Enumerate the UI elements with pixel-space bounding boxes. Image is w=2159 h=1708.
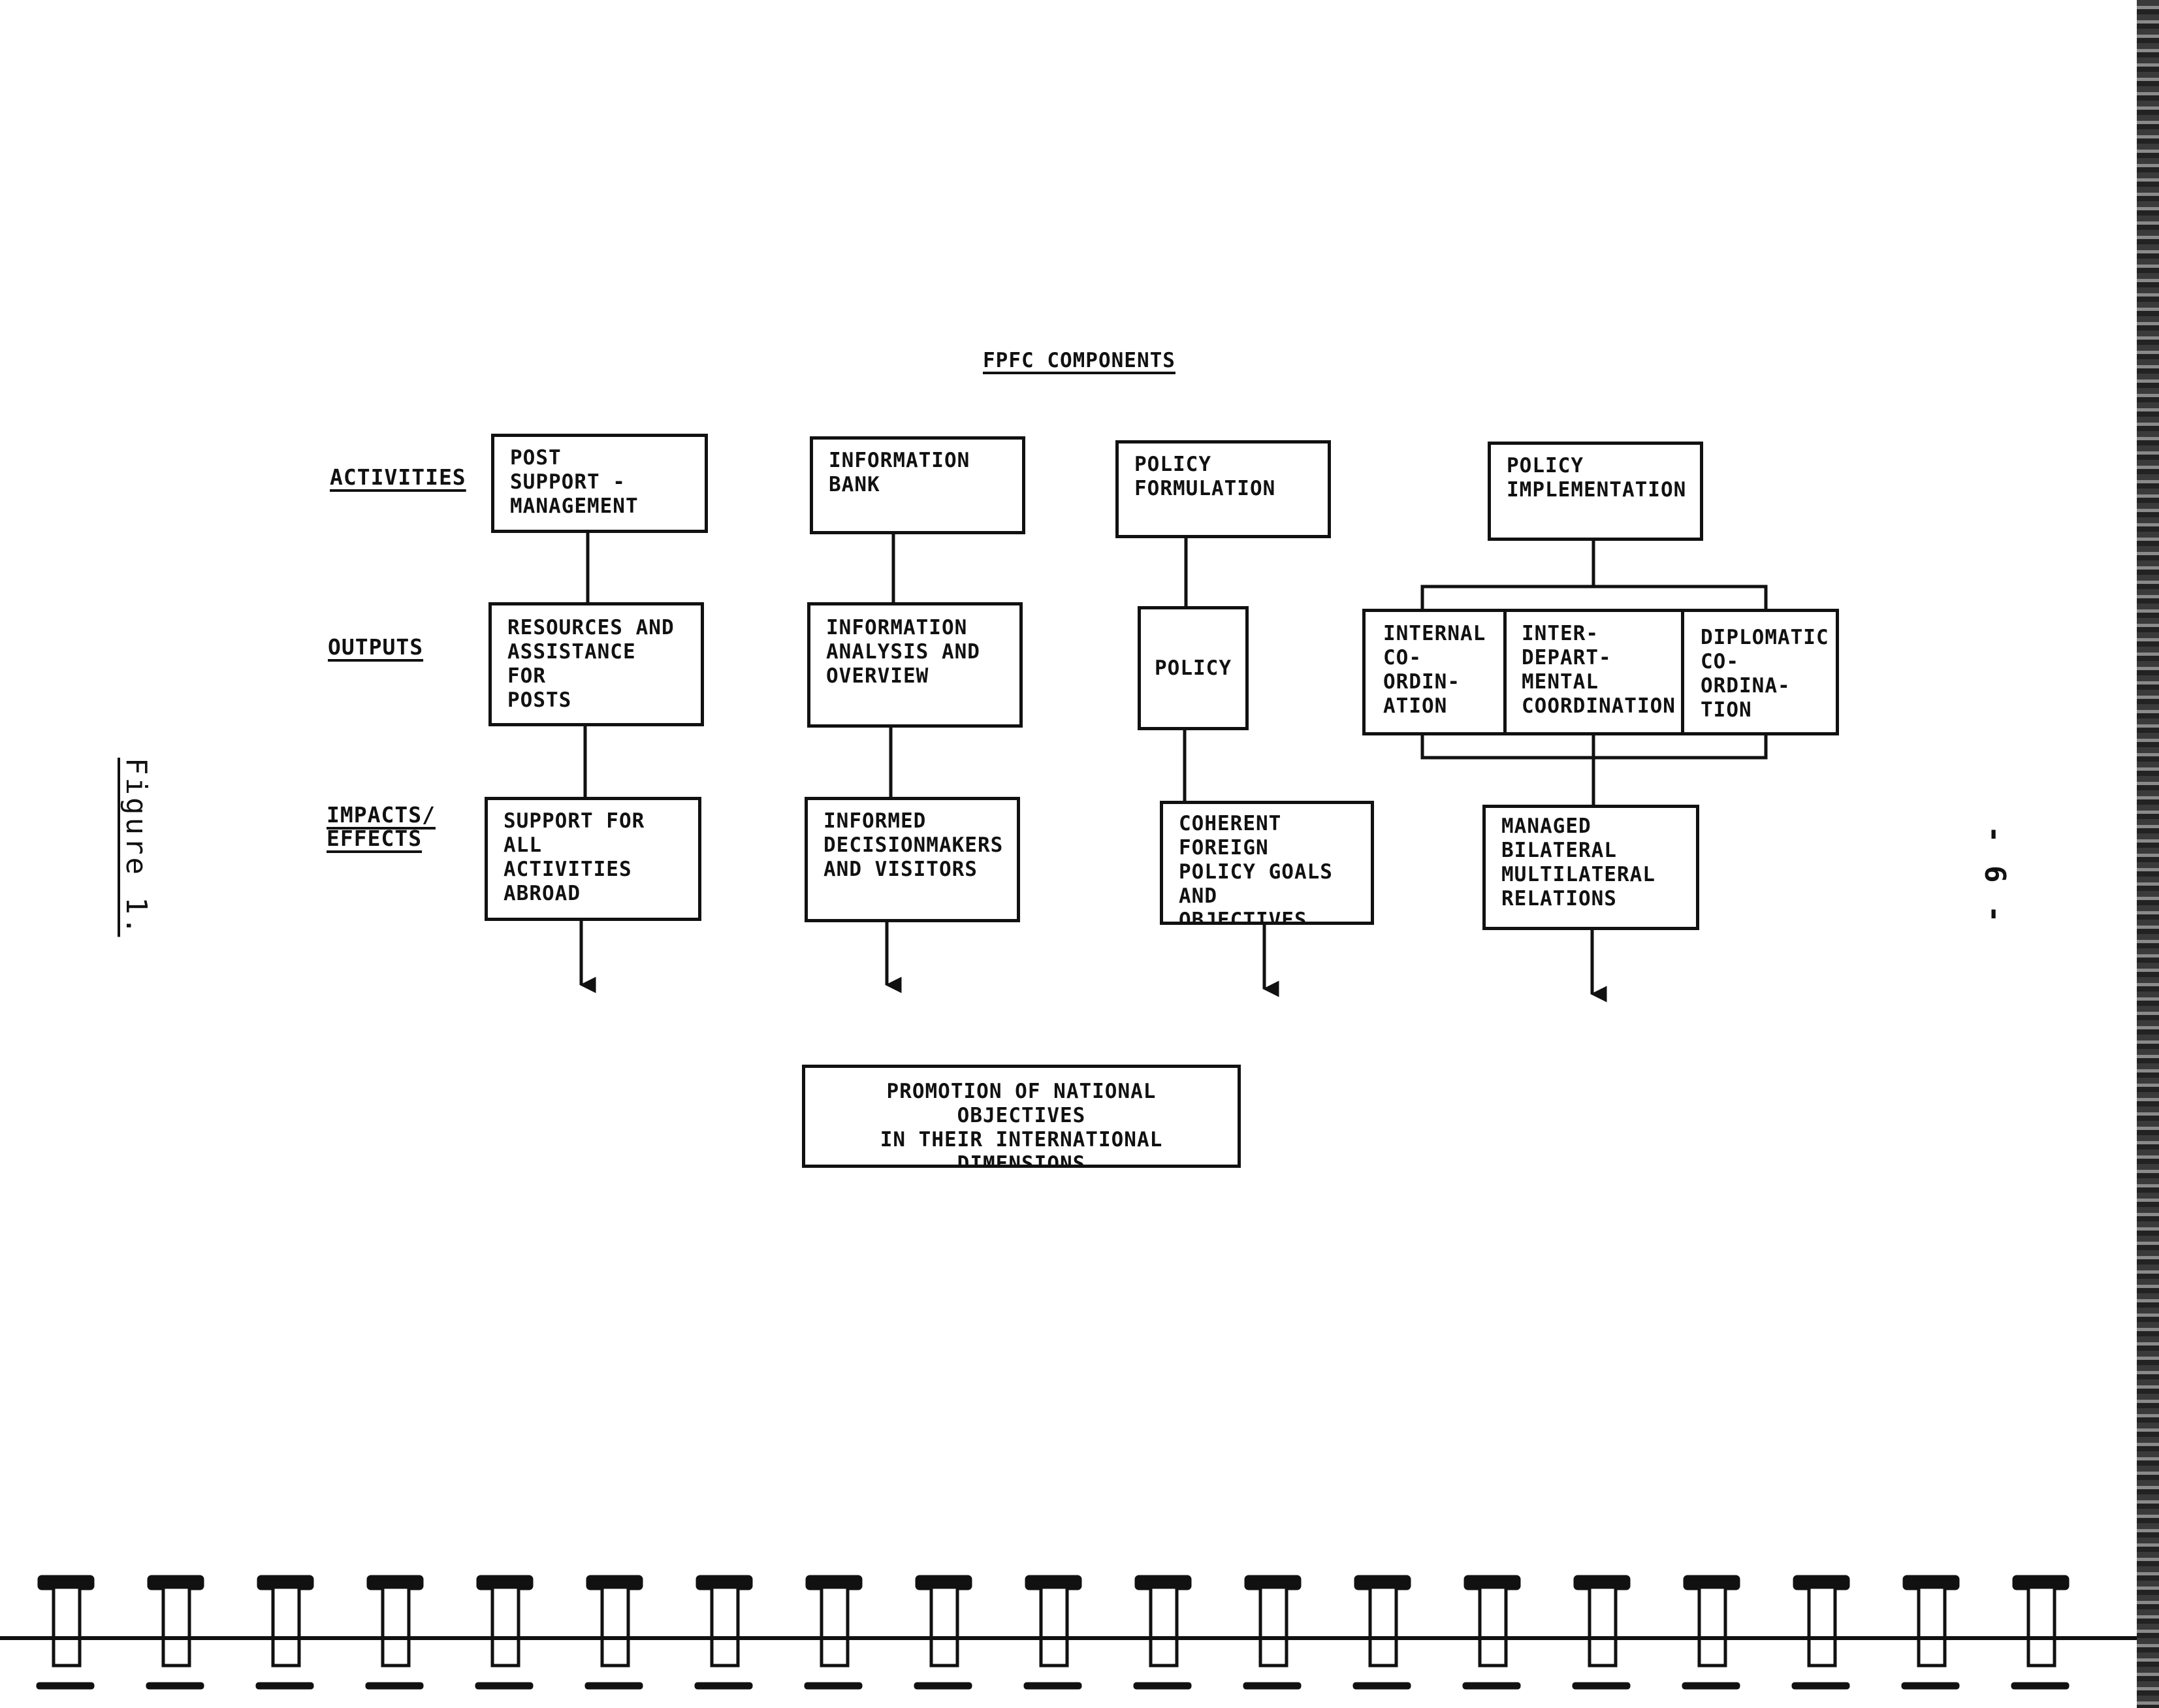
binding-ring bbox=[914, 1575, 972, 1690]
output-box-policy: POLICY bbox=[1138, 606, 1249, 730]
binding-ring bbox=[2011, 1575, 2070, 1690]
row-label-activities: ACTIVITIES bbox=[330, 464, 466, 490]
binding-ring bbox=[694, 1575, 753, 1690]
output-divider-2 bbox=[1681, 610, 1684, 734]
row-label-impacts: IMPACTS/ EFFECTS bbox=[327, 802, 436, 851]
binding-ring bbox=[255, 1575, 314, 1690]
figure-caption: Figure 1. bbox=[120, 758, 153, 937]
binding-ring bbox=[584, 1575, 643, 1690]
diagram-title: FPFC COMPONENTS bbox=[983, 349, 1175, 372]
activity-box-information-bank: INFORMATION BANK bbox=[810, 436, 1025, 534]
binding-ring bbox=[1352, 1575, 1411, 1690]
impact-box-coherent: COHERENT FOREIGN POLICY GOALS AND OBJECT… bbox=[1160, 801, 1374, 925]
binding-ring bbox=[1243, 1575, 1302, 1690]
binding-ring bbox=[804, 1575, 863, 1690]
binding-ring bbox=[1462, 1575, 1521, 1690]
binding-ring bbox=[1133, 1575, 1192, 1690]
impact-box-managed: MANAGED BILATERAL MULTILATERAL RELATIONS bbox=[1482, 805, 1699, 930]
binding-ring bbox=[365, 1575, 424, 1690]
binding-ring bbox=[1791, 1575, 1850, 1690]
output-cell-diplomatic: DIPLOMATIC CO-ORDINA- TION bbox=[1701, 626, 1829, 722]
impact-box-support: SUPPORT FOR ALL ACTIVITIES ABROAD bbox=[485, 797, 701, 921]
activity-box-policy-implementation: POLICY IMPLEMENTATION bbox=[1488, 442, 1703, 541]
activity-box-policy-formulation: POLICY FORMULATION bbox=[1115, 440, 1331, 538]
output-group-coordination bbox=[1362, 609, 1839, 735]
binding-ring bbox=[36, 1575, 95, 1690]
impact-box-informed: INFORMED DECISIONMAKERS AND VISITORS bbox=[805, 797, 1020, 922]
output-divider-1 bbox=[1503, 610, 1507, 734]
final-box-promotion: PROMOTION OF NATIONAL OBJECTIVES IN THEI… bbox=[802, 1065, 1241, 1168]
output-cell-internal: INTERNAL CO-ORDIN- ATION bbox=[1383, 622, 1486, 718]
page-edge bbox=[2137, 0, 2159, 1708]
output-box-information-analysis: INFORMATION ANALYSIS AND OVERVIEW bbox=[807, 602, 1023, 728]
binding-ring bbox=[1023, 1575, 1082, 1690]
activity-box-post-support: POST SUPPORT - MANAGEMENT bbox=[491, 434, 708, 533]
output-box-resources: RESOURCES AND ASSISTANCE FOR POSTS bbox=[488, 602, 704, 726]
page-number: - 6 - bbox=[1978, 826, 2011, 926]
row-label-outputs: OUTPUTS bbox=[328, 634, 424, 660]
spiral-binding bbox=[0, 1575, 2159, 1690]
output-cell-interdepartmental: INTER- DEPART- MENTAL COORDINATION bbox=[1522, 622, 1676, 718]
binding-ring bbox=[1682, 1575, 1740, 1690]
binding-ring bbox=[1572, 1575, 1631, 1690]
binding-ring bbox=[1901, 1575, 1960, 1690]
top-bracket-4 bbox=[1420, 585, 1768, 610]
binding-ring bbox=[475, 1575, 534, 1690]
binding-ring bbox=[146, 1575, 204, 1690]
